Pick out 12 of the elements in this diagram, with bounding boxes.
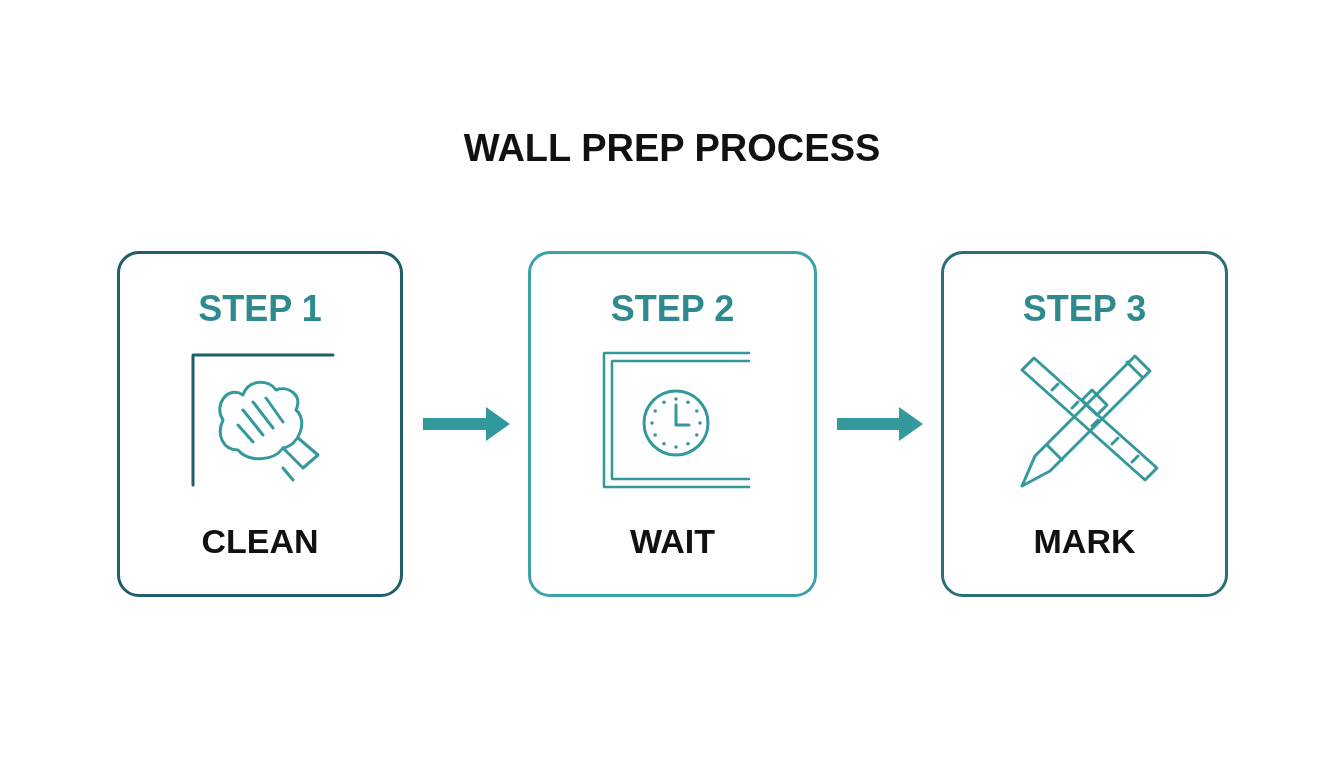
step-label: MARK	[1033, 521, 1136, 562]
step-card	[941, 251, 1228, 597]
step-label: CLEAN	[201, 521, 319, 562]
title: WALL PREP PROCESS	[463, 126, 881, 171]
step-card	[117, 251, 403, 597]
arrow	[423, 407, 510, 441]
step-number: STEP 2	[610, 287, 735, 331]
arrow	[837, 407, 923, 441]
step-number: STEP 1	[198, 287, 322, 331]
step-card	[528, 251, 817, 597]
step-label: WAIT	[630, 521, 715, 562]
step-number: STEP 3	[1022, 287, 1147, 331]
